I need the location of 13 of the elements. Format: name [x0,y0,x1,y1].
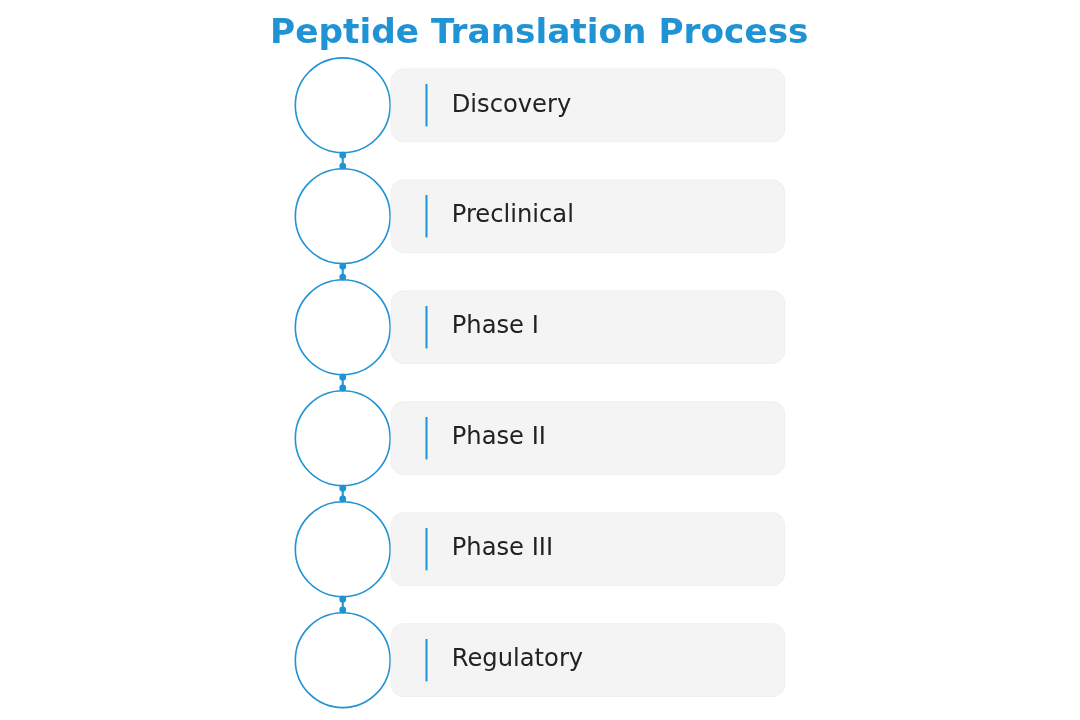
node-box: Preclinical [390,179,786,254]
node-box: Discovery [390,68,786,143]
diagram-title: Peptide Translation Process [270,10,809,51]
node-circle [294,57,391,154]
node-box: Phase III [390,512,786,586]
node-circle [294,389,391,487]
node-box: Phase II [390,401,786,476]
node-circle [294,168,391,265]
node-box: Phase I [390,290,786,365]
node-circle [294,611,391,709]
node-circle [294,500,391,598]
node-box: Regulatory [390,623,786,697]
node-circle [294,279,391,376]
